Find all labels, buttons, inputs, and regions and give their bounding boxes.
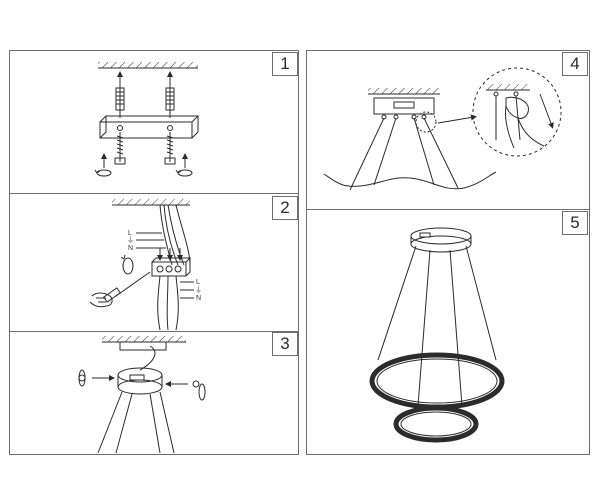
wire-label-neutral: N [128, 245, 133, 252]
step-number-3: 3 [272, 332, 298, 356]
wire-label-earth: ⏚ [127, 236, 134, 244]
large-ring [369, 352, 505, 410]
canopy [117, 367, 163, 395]
ceiling-hatch [98, 62, 198, 69]
step-number-1: 1 [272, 52, 298, 76]
screwdriver-hand-icon [89, 271, 151, 308]
step-3-illustration [78, 336, 206, 454]
step-5-panel [306, 209, 590, 455]
wire-label-live-lamp: L [196, 279, 200, 286]
wall-plug-icon [115, 87, 175, 111]
ceiling-hatch [368, 88, 440, 95]
step-number-5: 5 [562, 211, 588, 235]
wire-label-neutral-lamp: N [196, 295, 201, 302]
rotate-icon [120, 254, 134, 275]
mounting-bracket [99, 115, 200, 139]
rotate-icon [78, 369, 206, 401]
step-4-illustration [323, 67, 562, 191]
terminal-block [151, 257, 192, 277]
step-3-panel [9, 331, 299, 455]
small-ring [393, 405, 479, 443]
wire-label-live: L [128, 230, 132, 237]
ceiling-hatch [102, 336, 186, 343]
canopy [373, 97, 435, 120]
wire-label-earth-lamp: ⏚ [195, 286, 202, 294]
step-2-illustration [89, 199, 194, 331]
screw-icon [114, 132, 176, 165]
step-number-2: 2 [272, 196, 298, 220]
ceiling-hatch [112, 199, 190, 206]
canopy [410, 227, 472, 253]
hand-icon [505, 96, 545, 149]
step-1-illustration [94, 62, 200, 177]
step-number-4: 4 [562, 52, 588, 76]
step-5-illustration [369, 227, 505, 443]
rotate-icon [94, 169, 193, 177]
